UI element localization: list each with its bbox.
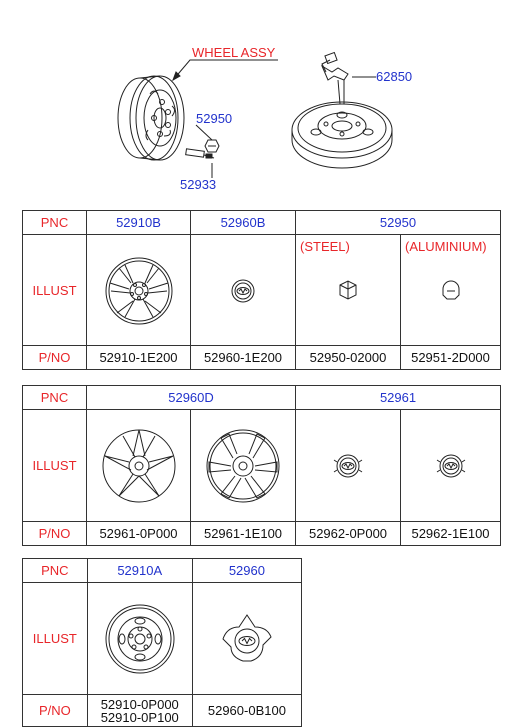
row-label-illust: ILLUST <box>22 409 87 522</box>
pnc-52950: 52950 <box>295 210 501 235</box>
pno-52951-2d000: 52951-2D000 <box>400 345 501 370</box>
pno-52962-0p000: 52962-0P000 <box>295 521 402 546</box>
row-label-pnc: PNC <box>22 210 87 235</box>
pno-52950-02000: 52950-02000 <box>295 345 401 370</box>
pno-52910-1e200: 52910-1E200 <box>86 345 191 370</box>
center-cap-icon <box>222 614 272 662</box>
pnc-52961: 52961 <box>295 385 502 410</box>
pnc-52960b: 52960B <box>190 210 296 235</box>
lug-nut-icon <box>339 280 357 300</box>
sub-label-steel: (STEEL) <box>300 239 350 254</box>
wheel-assy-label: WHEEL ASSY <box>192 45 276 60</box>
pno-52962-1e100: 52962-1E100 <box>400 521 502 546</box>
part-label-52950: 52950 <box>196 111 233 126</box>
alloy-wheel-icon <box>105 257 173 325</box>
part-label-62850: 62850 <box>376 69 413 84</box>
spare-tire-icon <box>291 101 393 169</box>
illust-wheel-cover-1e100 <box>189 409 297 522</box>
illust-alloy-wheel-52910b <box>86 234 191 346</box>
row-label-pnc: PNC <box>22 558 88 583</box>
pno-52961-0p000: 52961-0P000 <box>86 521 191 546</box>
pnc-52960: 52960 <box>191 558 303 583</box>
steel-wheel-icon <box>105 604 175 674</box>
row-label-pnc: PNC <box>22 385 87 410</box>
row-label-pno: P/NO <box>22 345 87 370</box>
parts-table-3: PNC 52910A 52960 ILLUST <box>22 558 303 727</box>
pno-52910-0p100: 52910-0P100 <box>100 709 179 725</box>
pno-52961-1e100: 52961-1E100 <box>189 521 297 546</box>
wheel-cover-icon <box>102 429 176 503</box>
pnc-52910a: 52910A <box>86 558 193 583</box>
row-label-illust: ILLUST <box>22 234 87 346</box>
illust-steel-wheel-52910a <box>86 582 193 695</box>
illust-center-cap-52960 <box>191 582 303 695</box>
jack-icon <box>320 51 349 105</box>
parts-table-2: PNC 52960D 52961 ILLUST <box>22 385 502 546</box>
row-label-illust: ILLUST <box>22 582 88 695</box>
center-cap-icon <box>436 454 466 478</box>
lug-nut-icon <box>204 139 220 153</box>
row-label-pno: P/NO <box>22 521 87 546</box>
illust-lug-nut-aluminium: (ALUMINIUM) <box>400 234 501 346</box>
illust-center-cap-0p000 <box>295 409 402 522</box>
pno-52910a-pair: 52910-0P000 52910-0P100 <box>86 694 193 727</box>
steel-wheel-icon <box>117 75 185 161</box>
row-label-pno: P/NO <box>22 694 88 727</box>
valve-icon <box>185 148 215 159</box>
exploded-diagram <box>117 51 393 178</box>
illust-lug-nut-steel: (STEEL) <box>295 234 401 346</box>
wheel-cover-icon <box>206 429 280 503</box>
pno-52960-1e200: 52960-1E200 <box>190 345 296 370</box>
center-cap-icon <box>333 454 363 478</box>
part-label-52933: 52933 <box>180 177 217 192</box>
pno-52960-0b100: 52960-0B100 <box>191 694 303 727</box>
pnc-52960d: 52960D <box>85 385 297 410</box>
parts-table-1: PNC 52910B 52960B 52950 ILLUST <box>22 210 501 370</box>
lug-nut-icon <box>442 280 460 300</box>
leader-line-wheel-assy <box>172 59 278 81</box>
center-cap-icon <box>231 279 255 303</box>
sub-label-aluminium: (ALUMINIUM) <box>405 239 487 254</box>
illust-center-cap-52960b <box>190 234 296 346</box>
illust-wheel-cover-0p000 <box>86 409 191 522</box>
pnc-52910b: 52910B <box>86 210 191 235</box>
pno-52910-0p000: 52910-0P000 <box>100 696 179 712</box>
illust-center-cap-1e100 <box>400 409 502 522</box>
